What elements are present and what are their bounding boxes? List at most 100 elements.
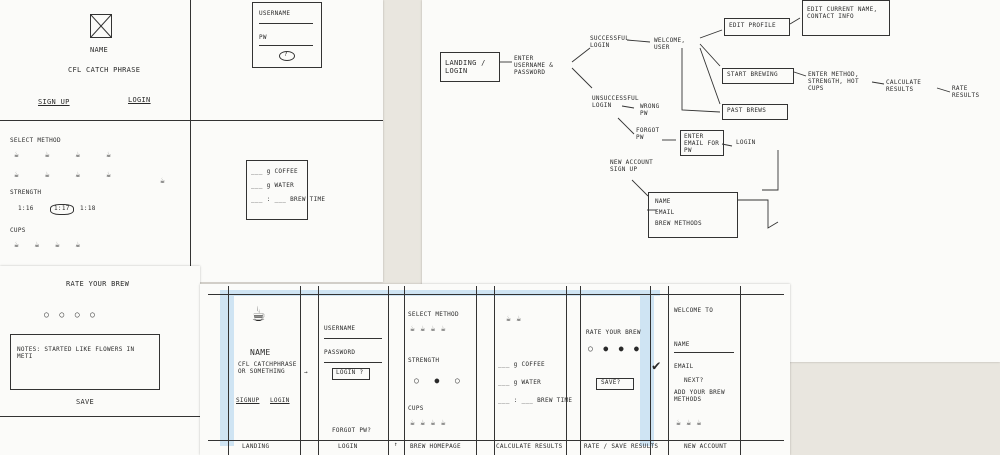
submit-button-label: ? bbox=[284, 51, 288, 58]
frame-divider bbox=[668, 286, 669, 455]
flow-wrong-pw: WRONG PW bbox=[640, 103, 660, 117]
frame-divider bbox=[300, 286, 301, 455]
frame-divider bbox=[580, 286, 581, 455]
strip-bottom-rule bbox=[208, 440, 784, 441]
logo-label: NAME bbox=[90, 46, 109, 54]
tagline: CFL CATCH PHRASE bbox=[68, 66, 141, 74]
pw-line bbox=[259, 45, 313, 46]
logo-placeholder bbox=[90, 14, 112, 38]
strength-option[interactable]: 1:16 bbox=[18, 205, 34, 212]
frame-divider bbox=[566, 286, 567, 455]
sb-cups: CUPS bbox=[408, 405, 424, 412]
notes-text: NOTES: STARTED LIKE FLOWERS IN METI bbox=[17, 346, 135, 360]
flow-rate-results: RATE RESULTS bbox=[952, 85, 980, 99]
frame-divider bbox=[404, 286, 405, 455]
sb-strength: STRENGTH bbox=[408, 357, 440, 364]
signup-link[interactable]: SIGN UP bbox=[38, 98, 70, 106]
flow-node-landing: LANDING / LOGIN bbox=[440, 52, 500, 82]
sb-password-label: PASSWORD bbox=[324, 349, 356, 356]
storyboard-sheet: ☕ NAME CFL CATCHPHRASE OR SOMETHING SIGN… bbox=[200, 284, 790, 455]
sb-login-button[interactable]: LOGIN ? bbox=[332, 368, 370, 380]
frame-divider bbox=[228, 286, 229, 455]
flow-node-enter-email: ENTER EMAIL FOR PW bbox=[680, 130, 724, 156]
flow-forgot-pw: FORGOT PW bbox=[636, 127, 660, 141]
sb-calc-icons: ☕ ☕ bbox=[506, 314, 522, 323]
strip-top-rule bbox=[208, 294, 784, 295]
sb-caption-calc: CALCULATE RESULTS bbox=[496, 443, 563, 450]
frame-divider bbox=[650, 286, 651, 455]
sb-password-line bbox=[324, 362, 382, 363]
flow-start-brewing-label: START BREWING bbox=[727, 71, 778, 78]
flow-successful-login: SUCCESSFUL LOGIN bbox=[590, 35, 630, 49]
strength-label: STRENGTH bbox=[10, 189, 42, 196]
sb-caption-signup: NEW ACCOUNT bbox=[684, 443, 728, 450]
flow-arrows bbox=[500, 17, 951, 229]
username-label: USERNAME bbox=[259, 10, 291, 17]
frame-divider bbox=[740, 286, 741, 455]
panel-divider bbox=[0, 120, 383, 121]
sb-username-label: USERNAME bbox=[324, 325, 356, 332]
sb-caption-landing: LANDING bbox=[242, 443, 270, 450]
sb-save-button[interactable]: SAVE? bbox=[596, 378, 634, 390]
flow-login: LOGIN bbox=[736, 139, 756, 146]
frame-divider bbox=[476, 286, 477, 455]
sb-signup-name-line bbox=[674, 352, 734, 353]
frame-divider bbox=[388, 286, 389, 455]
sb-method-icons: ☕ ☕ ☕ ☕ bbox=[410, 324, 446, 333]
sb-calc-water: ___ g WATER bbox=[498, 379, 542, 386]
sb-select-method: SELECT METHOD bbox=[408, 311, 459, 318]
select-method-label: SELECT METHOD bbox=[10, 137, 61, 144]
recipe-coffee: ___ g COFFEE bbox=[251, 168, 298, 175]
flow-past-brews-label: PAST BREWS bbox=[727, 107, 767, 114]
sketch-sheet-rate: RATE YOUR BREW ○ ○ ○ ○ NOTES: STARTED LI… bbox=[0, 266, 200, 455]
recipe-brew-time: ___ : ___ BREW TIME bbox=[251, 196, 326, 203]
sb-strength-options[interactable]: ○ ● ○ bbox=[414, 376, 461, 385]
sb-landing-name: NAME bbox=[250, 348, 271, 357]
sb-signup-method-icons[interactable]: ☕ ☕ ☕ bbox=[676, 418, 702, 427]
recipe-water: ___ g WATER bbox=[251, 182, 295, 189]
strength-option-selected[interactable]: 1:17 bbox=[50, 204, 74, 215]
sketch-sheet-top-left: NAME CFL CATCH PHRASE SIGN UP LOGIN USER… bbox=[0, 0, 383, 282]
save-link[interactable]: SAVE bbox=[76, 398, 95, 406]
flow-unsuccessful-login: UNSUCCESSFUL LOGIN bbox=[592, 95, 639, 109]
flow-calculate: CALCULATE RESULTS bbox=[886, 79, 922, 93]
flow-node-signup-fields: NAME EMAIL BREW METHODS bbox=[648, 192, 738, 238]
method-icon-extra: ☕ bbox=[160, 176, 166, 185]
login-form-sketch: USERNAME PW ? bbox=[252, 2, 322, 68]
sb-signup-link[interactable]: SIGNUP bbox=[236, 397, 260, 404]
panel-divider bbox=[190, 0, 191, 282]
strength-option[interactable]: 1:18 bbox=[80, 205, 96, 212]
frame-divider bbox=[494, 286, 495, 455]
flow-edit-profile-note-label: EDIT CURRENT NAME, CONTACT INFO bbox=[807, 6, 878, 20]
sb-rating-beans[interactable]: ○ ● ● ● bbox=[588, 344, 640, 353]
sb-login-link[interactable]: LOGIN bbox=[270, 397, 290, 404]
flow-node-past-brews: PAST BREWS bbox=[722, 104, 788, 120]
notes-box[interactable]: NOTES: STARTED LIKE FLOWERS IN METI bbox=[10, 334, 160, 390]
sb-forgot-link[interactable]: FORGOT PW? bbox=[332, 427, 372, 434]
sb-calc-coffee: ___ g COFFEE bbox=[498, 361, 545, 368]
highlight-landing bbox=[220, 290, 234, 446]
sb-caption-brew: BREW HOMEPAGE bbox=[410, 443, 461, 450]
pw-label: PW bbox=[259, 34, 267, 41]
flow-enter-method: ENTER METHOD, STRENGTH, HOT CUPS bbox=[808, 71, 859, 92]
flow-field-name: NAME bbox=[655, 198, 671, 205]
sb-cup-icons[interactable]: ☕ ☕ ☕ ☕ bbox=[410, 418, 446, 427]
bottom-rule bbox=[0, 416, 200, 417]
arrow-up-icon: ↑ bbox=[394, 441, 398, 448]
username-line bbox=[259, 23, 313, 24]
method-icons-row1: ☕ ☕ ☕ ☕ bbox=[14, 150, 112, 159]
flow-edit-profile-label: EDIT PROFILE bbox=[729, 22, 776, 29]
flow-field-brew-methods: BREW METHODS bbox=[655, 220, 702, 227]
rate-title: RATE YOUR BREW bbox=[66, 280, 130, 288]
arrow-right-icon: → bbox=[304, 369, 308, 376]
login-link[interactable]: LOGIN bbox=[128, 96, 151, 104]
sb-welcome: WELCOME TO bbox=[674, 307, 714, 314]
highlight-top bbox=[220, 290, 660, 296]
cup-icons: ☕ ☕ ☕ ☕ bbox=[14, 240, 81, 249]
submit-button[interactable]: ? bbox=[279, 51, 295, 61]
sb-signup-next[interactable]: NEXT? bbox=[684, 377, 704, 384]
sb-landing-tagline: CFL CATCHPHRASE OR SOMETHING bbox=[238, 361, 297, 375]
sb-username-line bbox=[324, 338, 382, 339]
rating-beans[interactable]: ○ ○ ○ ○ bbox=[44, 310, 96, 319]
sb-signup-name: NAME bbox=[674, 341, 690, 348]
